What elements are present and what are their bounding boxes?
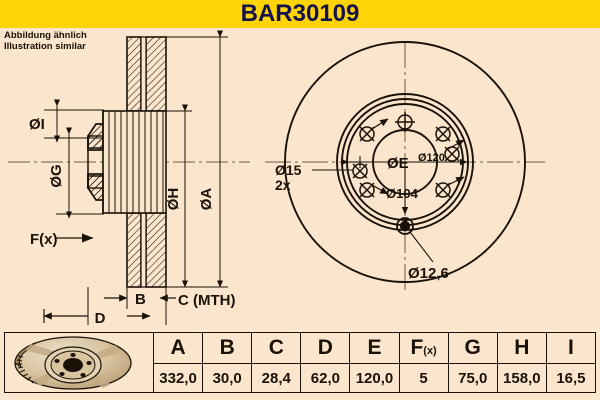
rotor-ring-upper-outer	[126, 36, 142, 112]
fx-main: F	[410, 336, 424, 359]
rotor-ring-lower-inner	[145, 212, 167, 288]
dimension-dia-120	[340, 156, 468, 168]
table-header-a: A	[152, 332, 204, 364]
label-dia-12-6: Ø12,6	[408, 265, 449, 282]
cooling-vane-lines	[102, 110, 167, 214]
vented-brake-disc-icon	[5, 334, 153, 392]
fx-sub: (x)	[423, 345, 437, 357]
table-header-fx: F(x)	[398, 332, 449, 364]
table-value-e: 120,0	[349, 363, 400, 393]
hub-hat-lower-overlay	[87, 173, 104, 213]
label-dia-i: ØI	[29, 116, 45, 133]
table-value-fx: 5	[398, 363, 449, 393]
hub-hat-upper-overlay	[87, 111, 104, 151]
label-dia-h: ØH	[165, 188, 182, 211]
cross-section-view: ØI ØG F(x) ØH	[8, 30, 250, 327]
rotor-ring-upper-inner	[145, 36, 167, 112]
dimension-dia-g	[56, 127, 104, 219]
table-value-a: 332,0	[152, 363, 204, 393]
label-d: D	[95, 310, 106, 327]
label-dia-15-count: 2x	[275, 177, 291, 193]
label-dia-e: ØE	[387, 155, 409, 172]
face-view: ØE Ø120 Ø104 Ø15 2x	[265, 41, 545, 290]
label-c: C (MTH)	[178, 292, 235, 309]
leader-dia-12-6	[409, 231, 434, 263]
table-value-d: 62,0	[300, 363, 351, 393]
label-dia-a: ØA	[198, 188, 215, 211]
product-thumbnail-cell	[4, 332, 154, 393]
disc-outer-circle	[284, 41, 526, 283]
table-header-h: H	[496, 332, 547, 364]
table-value-g: 75,0	[447, 363, 498, 393]
label-b: B	[135, 291, 146, 308]
table-row-values: 332,0 30,0 28,4 62,0 120,0 5 75,0 158,0 …	[5, 363, 597, 393]
table-header-b: B	[202, 332, 253, 364]
note-line-english: Illustration similar	[4, 41, 86, 52]
specification-table: A B C D E F(x) G H I 332,0 30,0 28,4 62,…	[4, 332, 597, 393]
label-dia-g: ØG	[48, 164, 65, 187]
table-header-d: D	[300, 332, 351, 364]
table-value-h: 158,0	[496, 363, 547, 393]
note-line-german: Abbildung ähnlich	[4, 30, 87, 41]
label-dia-104: Ø104	[386, 186, 419, 201]
table-header-g: G	[447, 332, 498, 364]
technical-drawing: ØI ØG F(x) ØH	[8, 30, 545, 327]
dimension-dia-a	[166, 30, 228, 288]
rotor-vent-gap-upper	[140, 36, 147, 112]
label-dia-120: Ø120	[418, 152, 445, 164]
table-value-b: 30,0	[202, 363, 253, 393]
label-fx: F(x)	[30, 231, 58, 248]
page-title: BAR30109	[240, 0, 360, 27]
rotor-ring-lower-outer	[126, 212, 142, 288]
table-header-i: I	[545, 332, 597, 364]
dia-15-hole-right	[444, 146, 460, 162]
bolt-hole-upper-left	[359, 126, 375, 142]
table-value-i: 16,5	[545, 363, 597, 393]
table-header-c: C	[251, 332, 302, 364]
bolt-hole-lower-left	[359, 182, 375, 198]
wheel-bolt-holes	[359, 112, 451, 198]
header-bar	[0, 0, 600, 28]
illustration-similar-note: Abbildung ähnlich Illustration similar	[4, 30, 87, 52]
label-dia-15: Ø15	[275, 162, 302, 178]
dia-12-6-hole	[396, 217, 414, 235]
table-row-headers: A B C D E F(x) G H I	[4, 332, 597, 393]
dimension-d	[43, 309, 151, 323]
hole-leader-arrows	[371, 118, 465, 195]
table-header-e: E	[349, 332, 400, 364]
rotor-vent-gap-lower	[140, 212, 147, 288]
bolt-hole-lower-right	[435, 182, 451, 198]
table-value-c: 28,4	[251, 363, 302, 393]
bolt-hole-upper-right	[435, 126, 451, 142]
bolt-hole-top	[395, 112, 415, 132]
